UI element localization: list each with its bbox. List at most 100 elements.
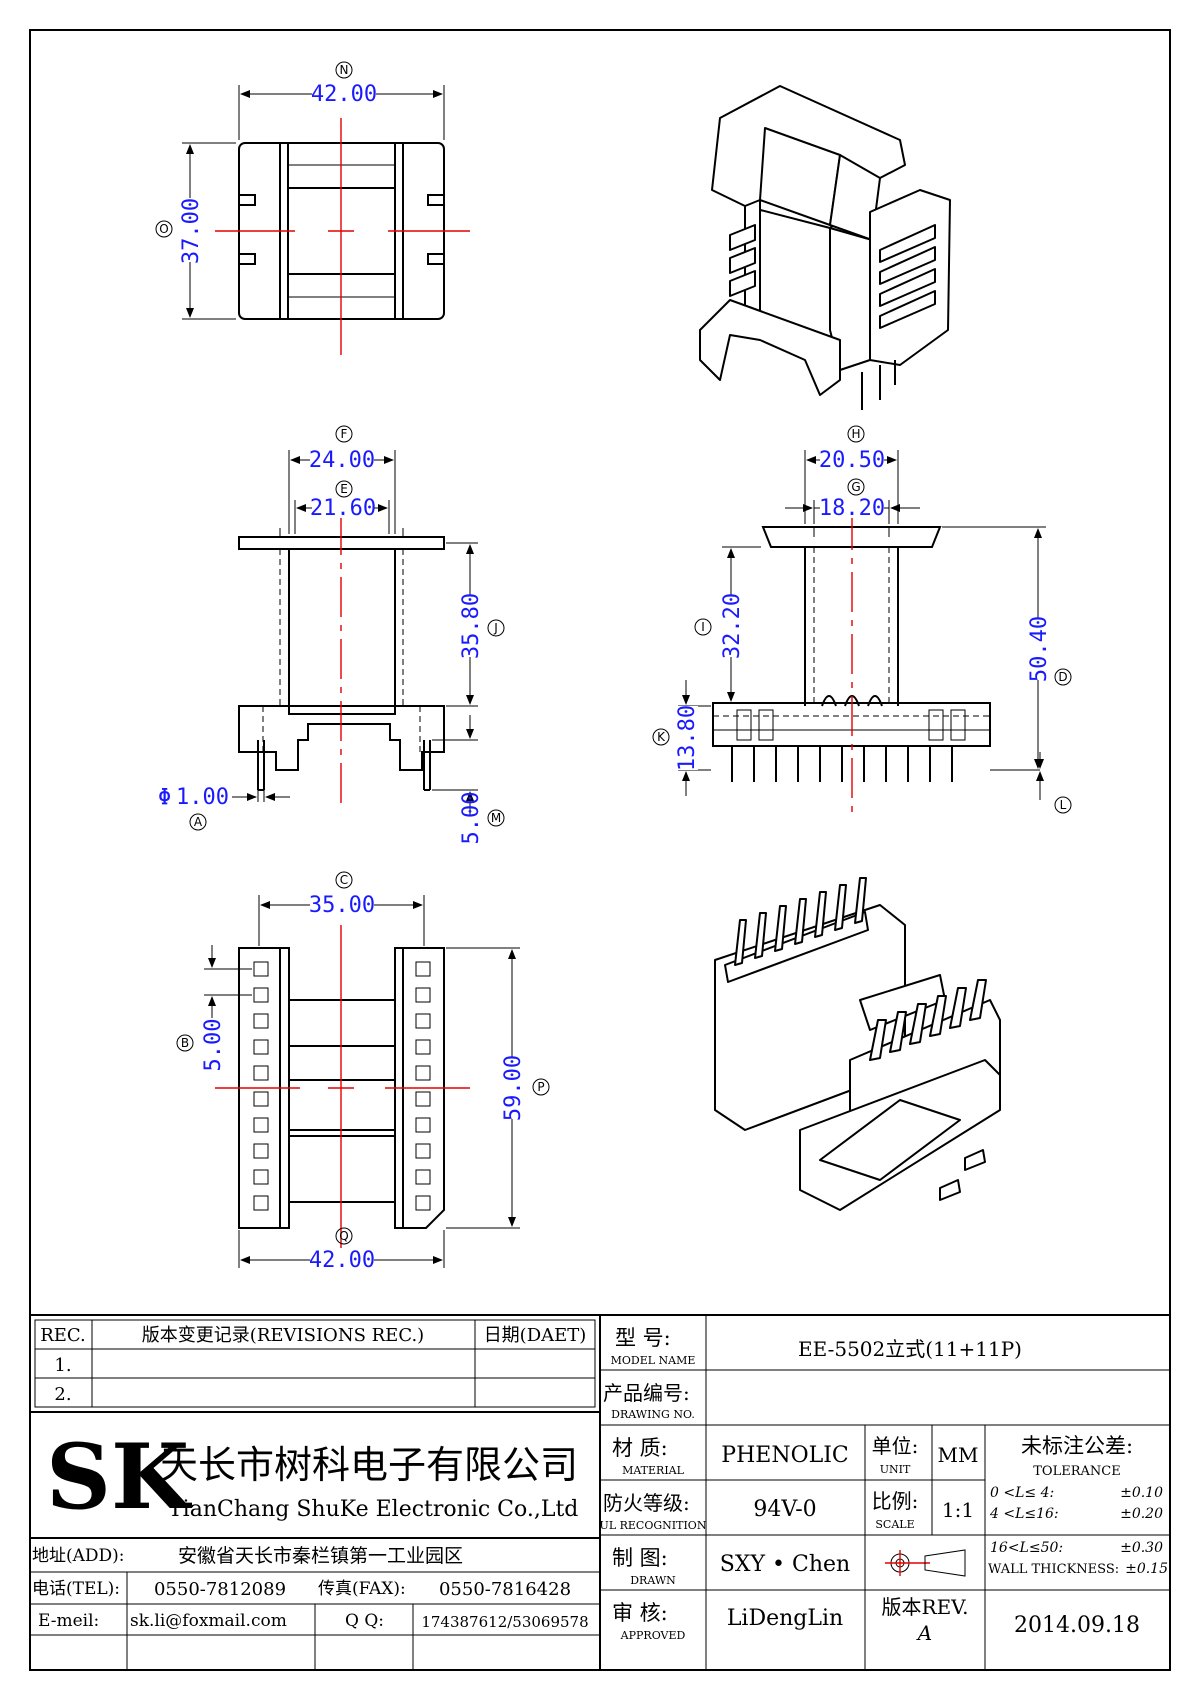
company-name-en: TianChang ShuKe Electronic Co.,Ltd bbox=[168, 1497, 578, 1522]
email-value: sk.li@foxmail.com bbox=[130, 1611, 287, 1631]
rev-header: 版本变更记录(REVISIONS REC.) bbox=[142, 1325, 424, 1346]
dim-B-value: 5.00 bbox=[201, 1019, 226, 1072]
tolerance-value-2: ±0.20 bbox=[1120, 1506, 1163, 1522]
isometric-view-bottom bbox=[714, 877, 1001, 1211]
projection-symbol-icon bbox=[885, 1549, 966, 1577]
material-value: PHENOLIC bbox=[721, 1443, 848, 1468]
bottom-view: 35.00 C 5.00 B 59.00 P 42.00 Q bbox=[176, 871, 550, 1273]
rev-rec-label: REC. bbox=[40, 1325, 86, 1346]
iso1-fins bbox=[729, 224, 936, 329]
ul-label-en: UL RECOGNITION bbox=[600, 1519, 707, 1532]
scale-label-en: SCALE bbox=[875, 1518, 914, 1531]
dim-E-value: 21.60 bbox=[310, 496, 376, 521]
dim-H-value: 20.50 bbox=[819, 448, 885, 473]
marker-N: N bbox=[340, 63, 349, 77]
bottom-pin-slots bbox=[253, 961, 431, 1211]
marker-O: O bbox=[159, 222, 168, 236]
dim-I-value: 32.20 bbox=[720, 593, 745, 659]
marker-H: H bbox=[851, 427, 860, 441]
marker-P: P bbox=[537, 1080, 544, 1094]
dim-C-value: 35.00 bbox=[309, 893, 375, 918]
drawing-label-en: DRAWING NO. bbox=[611, 1408, 695, 1421]
dim-F-value: 24.00 bbox=[309, 448, 375, 473]
marker-Q: Q bbox=[339, 1229, 348, 1243]
marker-G: G bbox=[851, 480, 860, 494]
company-name-cn: 天长市树科电子有限公司 bbox=[160, 1443, 578, 1487]
date-value: 2014.09.18 bbox=[1014, 1613, 1140, 1638]
scale-value: 1:1 bbox=[942, 1498, 974, 1522]
marker-D: D bbox=[1058, 670, 1067, 684]
title-block-grid bbox=[30, 1314, 1170, 1670]
drawn-label-en: DRAWN bbox=[630, 1574, 676, 1587]
tolerance-title-en: TOLERANCE bbox=[1033, 1464, 1120, 1479]
material-label-cn: 材 质: bbox=[612, 1436, 668, 1460]
fax-label: 传真(FAX): bbox=[318, 1579, 406, 1599]
dim-O-value: 37.00 bbox=[179, 198, 204, 264]
unit-value: MM bbox=[938, 1443, 979, 1467]
tolerance-value-3: ±0.30 bbox=[1120, 1540, 1163, 1556]
rev-label: 版本REV. bbox=[882, 1595, 969, 1619]
ul-label-cn: 防火等级: bbox=[603, 1491, 690, 1515]
marker-M: M bbox=[491, 811, 501, 825]
unit-label-en: UNIT bbox=[880, 1463, 911, 1476]
drawing-label-cn: 产品编号: bbox=[603, 1381, 690, 1405]
drawn-value: SXY • Chen bbox=[720, 1552, 850, 1577]
model-value: EE-5502立式(11+11P) bbox=[798, 1337, 1022, 1361]
tolerance-title-cn: 未标注公差: bbox=[1021, 1434, 1133, 1458]
address-label: 地址(ADD): bbox=[32, 1546, 125, 1566]
logo-text: SK bbox=[46, 1424, 192, 1530]
dim-J-value: 35.80 bbox=[459, 593, 484, 659]
dim-A-value: 1.00 bbox=[176, 785, 229, 810]
marker-J: J bbox=[493, 621, 498, 635]
dim-M-value: 5.00 bbox=[459, 792, 484, 845]
front-view: 24.00 F 21.60 E 35.80 J Φ 1.00 A 5.00 bbox=[158, 425, 505, 845]
dim-K-value: 13.80 bbox=[675, 705, 700, 771]
isometric-view-top bbox=[699, 85, 951, 410]
marker-C: C bbox=[340, 873, 348, 887]
dim-A-phi: Φ bbox=[158, 785, 171, 810]
tolerance-value-4: ±0.15 bbox=[1125, 1561, 1168, 1577]
email-label: E-meil: bbox=[38, 1611, 99, 1631]
model-label-en: MODEL NAME bbox=[611, 1354, 696, 1367]
marker-K: K bbox=[657, 730, 666, 744]
material-label-en: MATERIAL bbox=[622, 1464, 685, 1477]
fax-value: 0550-7816428 bbox=[439, 1579, 571, 1600]
marker-E: E bbox=[340, 482, 348, 496]
iso2-pins-right bbox=[869, 979, 987, 1061]
side-view: 20.50 H 18.20 G 32.20 I 50.40 D 13.80 bbox=[652, 425, 1072, 820]
rev-date-label: 日期(DAET) bbox=[484, 1325, 587, 1346]
approved-label-en: APPROVED bbox=[620, 1629, 686, 1642]
marker-I: I bbox=[701, 620, 705, 634]
tolerance-range-1: 0 <L≤ 4: bbox=[990, 1485, 1054, 1501]
iso2-pins-left bbox=[734, 877, 867, 966]
approved-value: LiDengLin bbox=[727, 1606, 843, 1631]
qq-value: 174387612/53069578 bbox=[421, 1613, 588, 1631]
tolerance-range-3: 16<L≤50: bbox=[990, 1540, 1063, 1556]
rev-value: A bbox=[916, 1621, 932, 1645]
marker-A: A bbox=[194, 815, 203, 829]
qq-label: Q Q: bbox=[345, 1611, 384, 1631]
marker-B: B bbox=[181, 1036, 189, 1050]
dim-G-value: 18.20 bbox=[819, 496, 885, 521]
ul-value: 94V-0 bbox=[753, 1497, 816, 1522]
approved-label-cn: 审 核: bbox=[612, 1601, 668, 1625]
model-label-cn: 型 号: bbox=[615, 1326, 671, 1350]
rev-row-1: 1. bbox=[54, 1355, 71, 1376]
rev-row-2: 2. bbox=[54, 1384, 71, 1405]
marker-F: F bbox=[341, 427, 348, 441]
company-logo: SK bbox=[46, 1424, 192, 1530]
tolerance-value-1: ±0.10 bbox=[1120, 1485, 1163, 1501]
drawn-label-cn: 制 图: bbox=[612, 1546, 668, 1570]
dim-Q-value: 42.00 bbox=[309, 1248, 375, 1273]
dim-N-value: 42.00 bbox=[311, 82, 377, 107]
unit-label-cn: 单位: bbox=[872, 1434, 919, 1458]
dim-D-value: 50.40 bbox=[1027, 616, 1052, 682]
dim-P-value: 59.00 bbox=[501, 1055, 526, 1121]
marker-L: L bbox=[1060, 798, 1067, 812]
tolerance-range-2: 4 <L≤16: bbox=[989, 1506, 1059, 1522]
top-view: 42.00 N 37.00 O bbox=[155, 61, 470, 355]
scale-label-cn: 比例: bbox=[872, 1489, 919, 1513]
tel-label: 电话(TEL): bbox=[32, 1579, 120, 1599]
side-pins bbox=[731, 746, 953, 782]
